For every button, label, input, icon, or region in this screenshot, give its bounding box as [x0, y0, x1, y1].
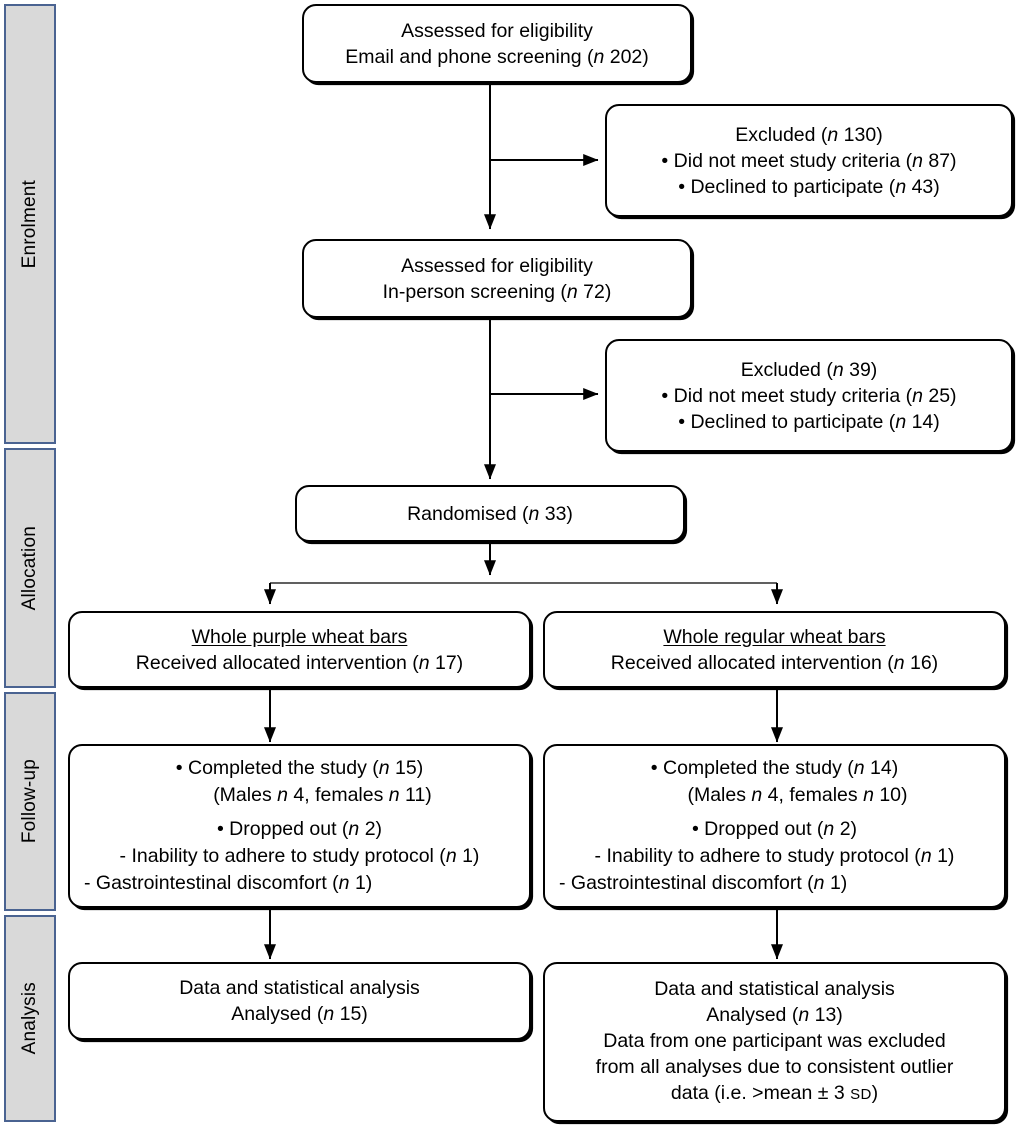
- excluded-second-item-2: • Declined to participate (n 14): [678, 410, 940, 433]
- excluded-second-item-1: • Did not meet study criteria (n 25): [661, 384, 957, 407]
- node-analysis-purple: Data and statistical analysis Analysed (…: [68, 962, 531, 1040]
- randomised-line: Randomised (n 33): [407, 502, 573, 525]
- allocation-regular-line2: Received allocated intervention (n 16): [610, 651, 939, 674]
- stage-followup: Follow-up: [4, 692, 56, 911]
- allocation-regular-title: Whole regular wheat bars: [663, 625, 886, 648]
- followup-purple-sex-split: (Males n 4, females n 11): [213, 784, 432, 806]
- stage-label-analysis: Analysis: [19, 982, 40, 1055]
- followup-regular-reason-gi: - Gastrointestinal discomfort (n 1): [559, 872, 848, 894]
- node-allocation-purple: Whole purple wheat bars Received allocat…: [68, 611, 531, 688]
- followup-purple-reason-gi: - Gastrointestinal discomfort (n 1): [84, 872, 373, 894]
- followup-regular-sex-split: (Males n 4, females n 10): [687, 784, 908, 806]
- excluded-first-item-2: • Declined to participate (n 43): [678, 175, 940, 198]
- analysis-regular-line2: Analysed (n 13): [706, 1004, 843, 1026]
- assessed-email-line1: Assessed for eligibility: [401, 19, 593, 42]
- analysis-purple-line1: Data and statistical analysis: [179, 977, 420, 999]
- analysis-purple-line2: Analysed (n 15): [231, 1003, 368, 1025]
- node-analysis-regular: Data and statistical analysis Analysed (…: [543, 962, 1006, 1122]
- stage-allocation: Allocation: [4, 448, 56, 688]
- assessed-inperson-line2: In-person screening (n 72): [382, 280, 612, 303]
- analysis-regular-line4: from all analyses due to consistent outl…: [595, 1056, 954, 1078]
- node-excluded-second: Excluded (n 39) • Did not meet study cri…: [605, 339, 1013, 452]
- stage-analysis: Analysis: [4, 915, 56, 1122]
- excluded-second-heading: Excluded (n 39): [740, 358, 878, 381]
- allocation-purple-title: Whole purple wheat bars: [191, 625, 408, 648]
- excluded-first-item-1: • Did not meet study criteria (n 87): [661, 149, 957, 172]
- node-followup-regular: • Completed the study (n 14) (Males n 4,…: [543, 744, 1006, 908]
- node-assessed-in-person: Assessed for eligibility In-person scree…: [302, 239, 692, 318]
- node-allocation-regular: Whole regular wheat bars Received alloca…: [543, 611, 1006, 688]
- followup-regular-completed: • Completed the study (n 14): [650, 757, 899, 779]
- node-randomised: Randomised (n 33): [295, 485, 685, 542]
- followup-regular-dropped: • Dropped out (n 2): [691, 818, 858, 840]
- node-excluded-first: Excluded (n 130) • Did not meet study cr…: [605, 104, 1013, 217]
- assessed-inperson-line1: Assessed for eligibility: [401, 254, 593, 277]
- allocation-purple-line2: Received allocated intervention (n 17): [135, 651, 464, 674]
- followup-purple-completed: • Completed the study (n 15): [175, 757, 424, 779]
- node-followup-purple: • Completed the study (n 15) (Males n 4,…: [68, 744, 531, 908]
- excluded-first-heading: Excluded (n 130): [735, 123, 883, 146]
- analysis-regular-line5: data (i.e. >mean ± 3 SD): [670, 1082, 879, 1104]
- analysis-regular-line3: Data from one participant was excluded: [603, 1030, 946, 1052]
- followup-purple-reason-protocol: - Inability to adhere to study protocol …: [119, 845, 480, 867]
- analysis-regular-line1: Data and statistical analysis: [654, 978, 895, 1000]
- followup-purple-dropped: • Dropped out (n 2): [216, 818, 383, 840]
- followup-regular-reason-protocol: - Inability to adhere to study protocol …: [594, 845, 955, 867]
- assessed-email-line2: Email and phone screening (n 202): [345, 45, 649, 68]
- node-assessed-email-phone: Assessed for eligibility Email and phone…: [302, 4, 692, 83]
- stage-label-followup: Follow-up: [19, 759, 40, 844]
- stage-enrolment: Enrolment: [4, 4, 56, 444]
- stage-label-enrolment: Enrolment: [19, 179, 40, 269]
- stage-label-allocation: Allocation: [19, 525, 40, 611]
